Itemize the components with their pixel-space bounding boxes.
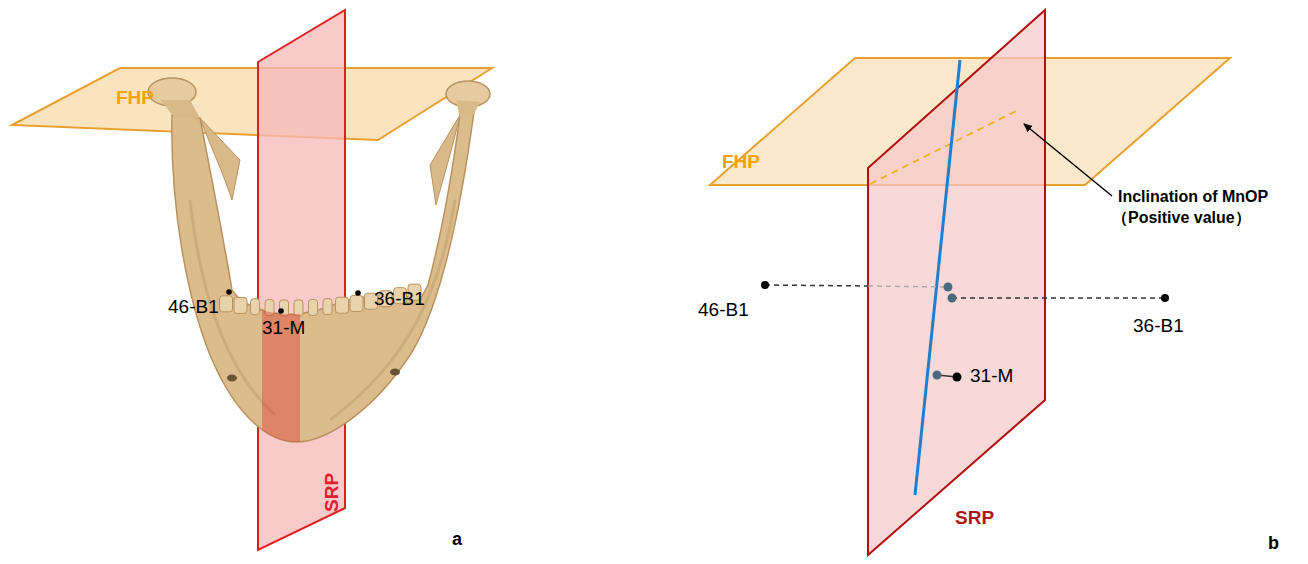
plane-label: FHP xyxy=(116,88,154,109)
plane-label: SRP xyxy=(323,472,344,511)
landmark-dot xyxy=(355,290,361,296)
projection-line xyxy=(868,286,948,287)
landmark-dot xyxy=(1161,294,1169,302)
landmark-label: 31-M xyxy=(262,318,305,339)
srp-plane xyxy=(258,10,345,550)
projection-dot xyxy=(944,283,953,292)
landmark-label: 31-M xyxy=(970,366,1013,387)
landmark-label: 36-B1 xyxy=(1133,316,1184,337)
mnop-line xyxy=(915,60,960,495)
plane-label: SRP xyxy=(955,508,994,529)
annotation-text: Inclination of MnOP xyxy=(1118,188,1268,206)
srp-plane xyxy=(868,10,1045,555)
panel-letter: b xyxy=(1268,534,1279,554)
projection-dot xyxy=(933,371,942,380)
leader-arrow xyxy=(1024,124,1112,196)
landmark-dot xyxy=(278,308,284,314)
landmark-label: 36-B1 xyxy=(374,289,425,310)
fhp-plane xyxy=(12,68,492,140)
landmark-dot xyxy=(953,373,962,382)
projection-line xyxy=(765,285,868,286)
mandible xyxy=(148,78,490,450)
landmark-label: 46-B1 xyxy=(698,300,749,321)
landmark-dot xyxy=(761,281,769,289)
landmark-dot xyxy=(226,289,232,295)
annotation-text: （Positive value） xyxy=(1112,209,1251,227)
plane-label: FHP xyxy=(722,152,760,173)
landmark-label: 46-B1 xyxy=(168,297,219,318)
panel-letter: a xyxy=(452,530,462,550)
intersection-line xyxy=(870,110,1018,184)
projection-dot xyxy=(948,294,957,303)
projection-line xyxy=(952,297,1165,299)
